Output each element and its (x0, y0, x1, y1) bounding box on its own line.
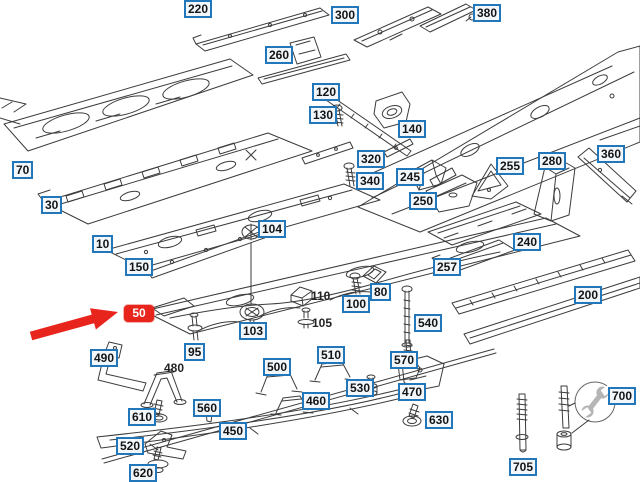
part-label-320[interactable]: 320 (357, 150, 386, 168)
stud-700-icon (558, 385, 570, 429)
part-label-470[interactable]: 470 (398, 383, 427, 401)
part-drawing-255 (471, 163, 509, 200)
part-label-245[interactable]: 245 (396, 168, 425, 186)
part-drawing-460 (270, 395, 314, 416)
part-label-104[interactable]: 104 (258, 220, 287, 238)
part-drawing-520 (144, 430, 187, 460)
support-tube-drawing (101, 348, 497, 464)
part-label-70[interactable]: 70 (12, 161, 34, 179)
part-label-510[interactable]: 510 (317, 346, 346, 364)
red-arrow (29, 308, 118, 341)
part-label-520[interactable]: 520 (116, 437, 145, 455)
push-pin-105-icon (297, 307, 315, 329)
screw-630-icon (402, 403, 422, 427)
part-label-100[interactable]: 100 (342, 295, 371, 313)
part-label-630[interactable]: 630 (425, 411, 454, 429)
part-drawing-360 (577, 147, 637, 205)
part-label-530[interactable]: 530 (346, 379, 375, 397)
screw-340-icon (343, 162, 356, 187)
part-label-250[interactable]: 250 (409, 192, 438, 210)
part-drawing-240 (427, 201, 542, 246)
part-ref-105: 105 (312, 316, 333, 330)
part-label-257[interactable]: 257 (433, 258, 462, 276)
part-label-280[interactable]: 280 (538, 152, 567, 170)
part-drawing-470 (401, 355, 445, 392)
socket-700-icon (556, 430, 572, 451)
rivet-95-icon (187, 312, 203, 341)
part-ref-110: 110 (311, 289, 331, 303)
part-label-300[interactable]: 300 (331, 6, 360, 24)
bolt-540-icon (401, 285, 413, 348)
part-label-490[interactable]: 490 (90, 349, 119, 367)
edge-scrap-drawing (0, 97, 27, 125)
part-drawing-300 (353, 6, 442, 48)
part-label-620[interactable]: 620 (129, 464, 158, 482)
part-drawing-70 (3, 58, 254, 152)
part-label-255[interactable]: 255 (496, 157, 525, 175)
part-label-95[interactable]: 95 (184, 343, 206, 361)
part-label-340[interactable]: 340 (356, 172, 385, 190)
part-label-120[interactable]: 120 (312, 83, 341, 101)
part-label-500[interactable]: 500 (263, 358, 292, 376)
part-label-30[interactable]: 30 (41, 196, 63, 214)
part-label-103[interactable]: 103 (239, 322, 268, 340)
part-label-380[interactable]: 380 (473, 4, 502, 22)
part-label-460[interactable]: 460 (302, 392, 331, 410)
part-drawing-10 (105, 183, 381, 269)
part-label-610[interactable]: 610 (128, 408, 157, 426)
part-drawing-320 (301, 138, 414, 165)
part-label-260[interactable]: 260 (265, 46, 294, 64)
screw-100-icon (349, 272, 362, 295)
part-label-220[interactable]: 220 (184, 0, 213, 18)
part-label-240[interactable]: 240 (513, 233, 542, 251)
part-label-140[interactable]: 140 (398, 120, 427, 138)
part-ref-480: 480 (164, 361, 185, 375)
part-label-450[interactable]: 450 (219, 422, 248, 440)
part-label-570[interactable]: 570 (390, 351, 419, 369)
part-label-560[interactable]: 560 (193, 399, 222, 417)
part-label-540[interactable]: 540 (414, 314, 443, 332)
part-label-130[interactable]: 130 (309, 106, 338, 124)
stud-705-icon (515, 393, 529, 453)
part-label-200[interactable]: 200 (574, 286, 603, 304)
cage-nut-80-icon (362, 265, 387, 284)
part-label-10[interactable]: 10 (92, 235, 114, 253)
part-drawing-260 (257, 36, 351, 85)
part-label-150[interactable]: 150 (125, 258, 154, 276)
part-drawing-220 (192, 7, 330, 52)
part-drawing-480 (140, 370, 187, 408)
grommet-103-icon (239, 303, 265, 329)
clip-110-icon (290, 286, 313, 307)
part-label-80[interactable]: 80 (370, 283, 392, 301)
part-label-700[interactable]: 700 (608, 387, 637, 405)
selected-part-label[interactable]: 50 (124, 305, 154, 322)
part-label-360[interactable]: 360 (597, 145, 626, 163)
part-label-705[interactable]: 705 (509, 458, 538, 476)
part-drawing-30 (37, 132, 313, 225)
